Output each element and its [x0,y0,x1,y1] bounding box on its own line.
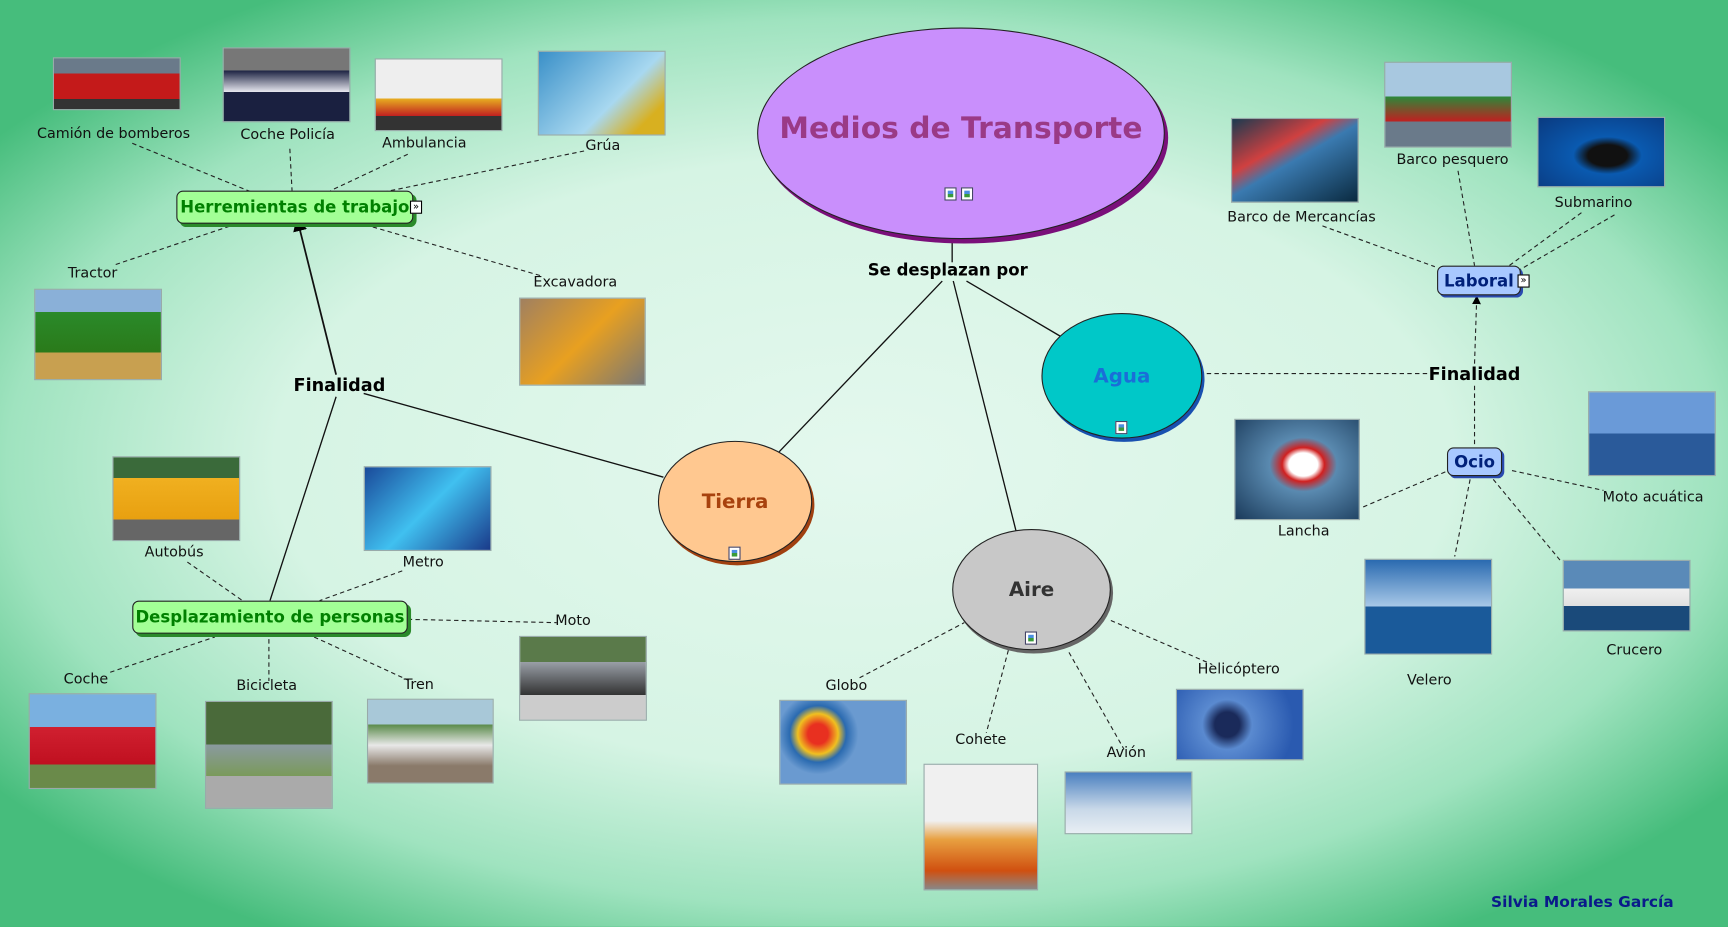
node-ocio[interactable]: Ocio [1446,447,1503,477]
image-cohete[interactable] [923,763,1039,891]
node-agua[interactable]: Agua [1041,312,1203,439]
label-submarino: Submarino [1554,195,1633,212]
label-ambulancia: Ambulancia [382,135,467,153]
label-globo: Globo [825,677,868,695]
label-velero: Velero [1407,672,1452,689]
label-moto-acuatica: Moto acuática [1602,489,1704,506]
label-helicoptero: Helicóptero [1197,661,1280,678]
label-autobus: Autobús [144,544,204,561]
image-coche-policia[interactable] [222,47,351,123]
link-label-se-desplazan: Se desplazan por [867,260,1028,280]
label-coche: Coche [63,671,109,688]
image-coche[interactable] [28,693,157,790]
image-avion[interactable] [1064,771,1193,835]
label-crucero: Crucero [1606,642,1663,660]
image-metro[interactable] [363,466,492,552]
image-ambulancia[interactable] [374,58,503,132]
image-velero[interactable] [1364,558,1493,655]
image-lancha[interactable] [1234,418,1360,521]
label-grua: Grúa [585,137,621,155]
link-label-finalidad-right: Finalidad [1428,363,1521,385]
label-bicicleta: Bicicleta [236,677,298,695]
image-submarino[interactable] [1537,116,1666,188]
image-attachment-icon[interactable] [1115,420,1128,435]
image-barco-pesquero[interactable] [1384,61,1512,148]
expand-icon[interactable]: » [409,200,423,214]
node-tierra-label: Tierra [701,489,769,513]
image-camion-bomberos[interactable] [52,57,181,111]
node-herramientas-label: Herremientas de trabajo [180,197,410,218]
image-barco-mercancias[interactable] [1230,117,1359,203]
image-globo[interactable] [779,699,907,785]
label-barco-mercancias: Barco de Mercancías [1227,209,1376,226]
image-crucero[interactable] [1562,559,1691,632]
label-coche-policia: Coche Policía [240,126,335,144]
image-tractor[interactable] [34,288,162,381]
image-attachment-icon[interactable] [728,546,741,560]
image-grua[interactable] [537,50,666,136]
label-excavadora: Excavadora [533,274,618,291]
label-camion-bomberos: Camión de bomberos [36,125,191,143]
image-tren[interactable] [366,698,494,784]
image-helicoptero[interactable] [1175,688,1304,761]
label-cohete: Cohete [955,731,1007,749]
node-tierra[interactable]: Tierra [657,440,813,563]
main-topic-node[interactable]: Medios de Transporte [757,27,1165,240]
node-herramientas-trabajo[interactable]: Herremientas de trabajo [176,190,414,224]
label-avion: Avión [1106,744,1146,762]
node-ocio-label: Ocio [1454,451,1495,472]
label-tractor: Tractor [67,265,118,283]
label-moto: Moto [555,612,591,630]
expand-icon[interactable]: » [1517,274,1530,288]
node-laboral-label: Laboral [1443,270,1514,291]
node-agua-label: Agua [1093,364,1151,388]
node-desplazamiento-label: Desplazamiento de personas [135,607,405,628]
label-tren: Tren [403,676,434,694]
image-attachment-icon[interactable] [1024,631,1038,645]
label-metro: Metro [402,554,444,571]
link-label-finalidad-left: Finalidad [293,374,386,396]
image-excavadora[interactable] [519,297,646,386]
label-barco-pesquero: Barco pesquero [1396,152,1509,169]
document-attachment-icon[interactable] [960,187,974,201]
main-topic-title: Medios de Transporte [779,110,1143,145]
node-desplazamiento-personas[interactable]: Desplazamiento de personas [132,600,408,634]
image-autobus[interactable] [112,456,241,542]
image-bicicleta[interactable] [204,700,333,809]
image-moto-acuatica[interactable] [1588,391,1716,477]
author-credit: Silvia Morales García [1491,893,1674,912]
node-aire-label: Aire [1008,578,1055,602]
image-moto[interactable] [519,635,647,721]
node-aire[interactable]: Aire [952,528,1111,651]
node-laboral[interactable]: Laboral [1437,265,1521,296]
image-attachment-icon[interactable] [944,187,957,201]
label-lancha: Lancha [1277,523,1330,540]
